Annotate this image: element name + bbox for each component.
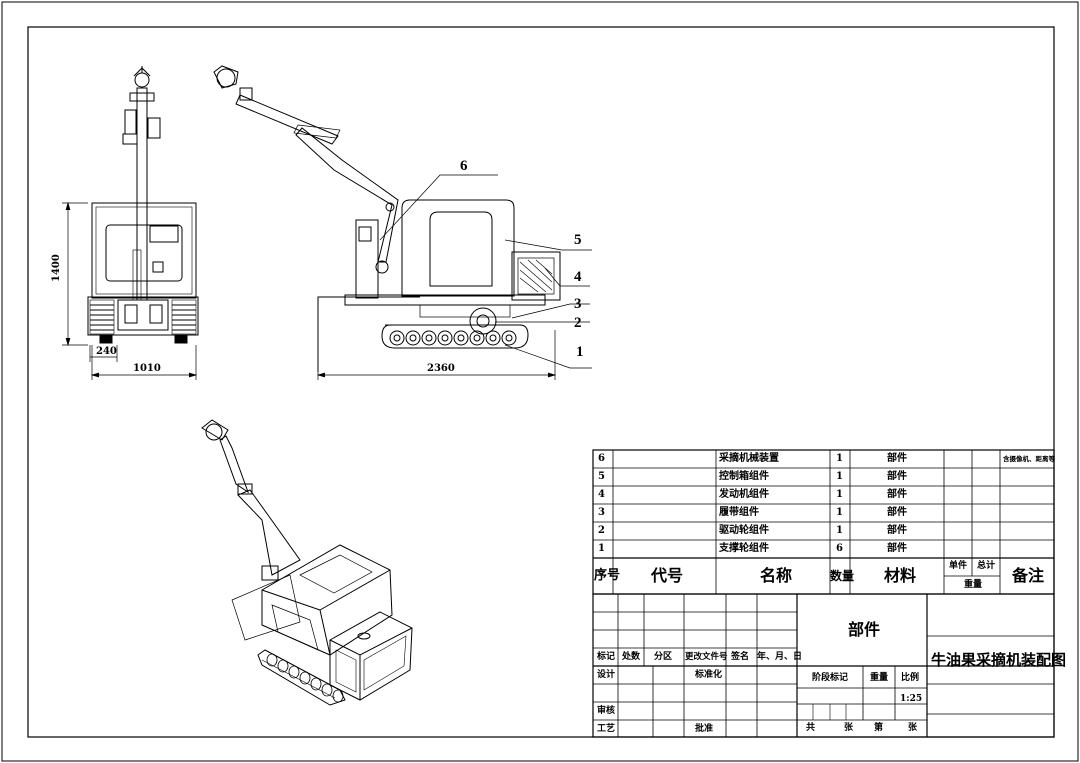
drawing-title: 牛油果采摘机装配图 <box>931 651 1067 669</box>
title-block-grid <box>592 593 1055 738</box>
bom-seq: 3 <box>598 507 605 518</box>
bom-name: 履带组件 <box>719 507 759 518</box>
bom-material: 部件 <box>887 507 907 518</box>
callout-5: 5 <box>574 232 582 248</box>
bom-material: 部件 <box>887 471 907 482</box>
tb-doc-no: 更改文件号 <box>685 652 728 662</box>
callout-3: 3 <box>574 296 582 312</box>
tb-stage-mark: 阶段标记 <box>812 673 849 683</box>
bom-name: 支撑轮组件 <box>719 543 769 554</box>
inner-frame <box>27 26 1055 738</box>
iso-wheel <box>266 653 278 667</box>
tb-design: 设计 <box>597 670 616 680</box>
bom-qty: 1 <box>836 471 843 482</box>
iso-wheel <box>288 665 300 679</box>
bom-seq: 2 <box>598 525 605 536</box>
dim-height: 1400 <box>51 254 62 282</box>
tb-mark: 标记 <box>597 652 616 662</box>
support-wheel-hub <box>393 334 401 342</box>
tb-scale: 比例 <box>901 673 920 683</box>
iso-wheel <box>299 671 311 685</box>
bom-seq: 4 <box>598 489 605 500</box>
support-wheel-hub <box>505 334 513 342</box>
bom-qty: 1 <box>836 525 843 536</box>
support-wheel <box>469 330 485 346</box>
tb-sheets: 张 <box>844 723 854 733</box>
callout-6: 6 <box>460 158 468 174</box>
bom-qty: 6 <box>836 543 843 554</box>
tb-weight: 重量 <box>870 673 889 683</box>
dim-track-width: 240 <box>96 346 117 357</box>
isometric-view <box>201 419 413 706</box>
support-wheel-hub <box>473 334 481 342</box>
callout-4: 4 <box>574 269 582 285</box>
bom-material: 部件 <box>887 489 907 500</box>
tb-sheet-no: 第 <box>874 723 884 733</box>
callout-2: 2 <box>574 315 582 331</box>
tb-review: 审核 <box>597 706 616 716</box>
bom-seq: 1 <box>598 543 605 554</box>
dim-length-side: 2360 <box>427 363 455 374</box>
bom-seq: 6 <box>598 453 605 464</box>
tb-count: 处数 <box>622 652 641 662</box>
bom-header-name: 名称 <box>760 566 793 585</box>
bom-name: 驱动轮组件 <box>719 525 769 536</box>
bom-qty: 1 <box>836 507 843 518</box>
bom-header-weight: 重量 <box>964 580 983 590</box>
iso-wheel <box>277 659 289 673</box>
tb-date: 年、月、日 <box>757 652 803 662</box>
support-wheel <box>453 330 469 346</box>
callout-leaders <box>379 174 592 369</box>
support-wheel <box>405 330 421 346</box>
support-wheel <box>437 330 453 346</box>
isometric-wheels <box>266 653 344 703</box>
tb-approve: 批准 <box>695 724 714 734</box>
dim-width-front: 1010 <box>133 363 161 374</box>
bom-header-note: 备注 <box>1012 566 1045 585</box>
iso-wheel <box>310 677 322 691</box>
tb-sheet-unit: 张 <box>908 723 918 733</box>
tb-scale-value: 1:25 <box>900 694 923 704</box>
bom-header-qty: 数量 <box>830 569 855 583</box>
front-view <box>87 66 199 344</box>
support-wheel <box>389 330 405 346</box>
callout-1: 1 <box>576 344 584 360</box>
bom-header-seq: 序号 <box>594 568 621 583</box>
support-wheel-hub <box>489 334 497 342</box>
tb-zone: 分区 <box>654 652 673 662</box>
bom-name: 控制箱组件 <box>719 471 769 482</box>
support-wheel-hub <box>425 334 433 342</box>
tb-standardize: 标准化 <box>695 670 723 680</box>
support-wheel <box>501 330 517 346</box>
bom-material: 部件 <box>887 453 907 464</box>
support-wheel-hub <box>457 334 465 342</box>
bom-name: 发动机组件 <box>719 489 769 500</box>
iso-wheel <box>332 689 344 703</box>
support-wheel-hub <box>441 334 449 342</box>
support-wheel-hub <box>409 334 417 342</box>
tb-process: 工艺 <box>597 724 616 734</box>
support-wheel <box>421 330 437 346</box>
side-dimensions <box>316 330 557 380</box>
tb-part-label: 部件 <box>848 620 881 639</box>
bom-header-total: 总计 <box>977 561 996 571</box>
bom-qty: 1 <box>836 489 843 500</box>
side-view <box>213 65 561 372</box>
bom-name: 采摘机械装置 <box>719 453 779 464</box>
support-wheel <box>485 330 501 346</box>
bom-material: 部件 <box>887 525 907 536</box>
bom-header-code: 代号 <box>651 566 684 585</box>
bom-header-unit: 单件 <box>949 561 968 571</box>
bom-seq: 5 <box>598 471 605 482</box>
bom-material: 部件 <box>887 543 907 554</box>
tb-total-sheets: 共 <box>806 723 816 733</box>
bom-qty: 1 <box>836 453 843 464</box>
iso-wheel <box>321 683 333 697</box>
tb-sign: 签名 <box>731 652 750 662</box>
bom-note: 含摄像机、距离等 <box>1003 455 1055 463</box>
bom-header-material: 材料 <box>884 566 917 585</box>
front-dimensions <box>62 201 198 380</box>
